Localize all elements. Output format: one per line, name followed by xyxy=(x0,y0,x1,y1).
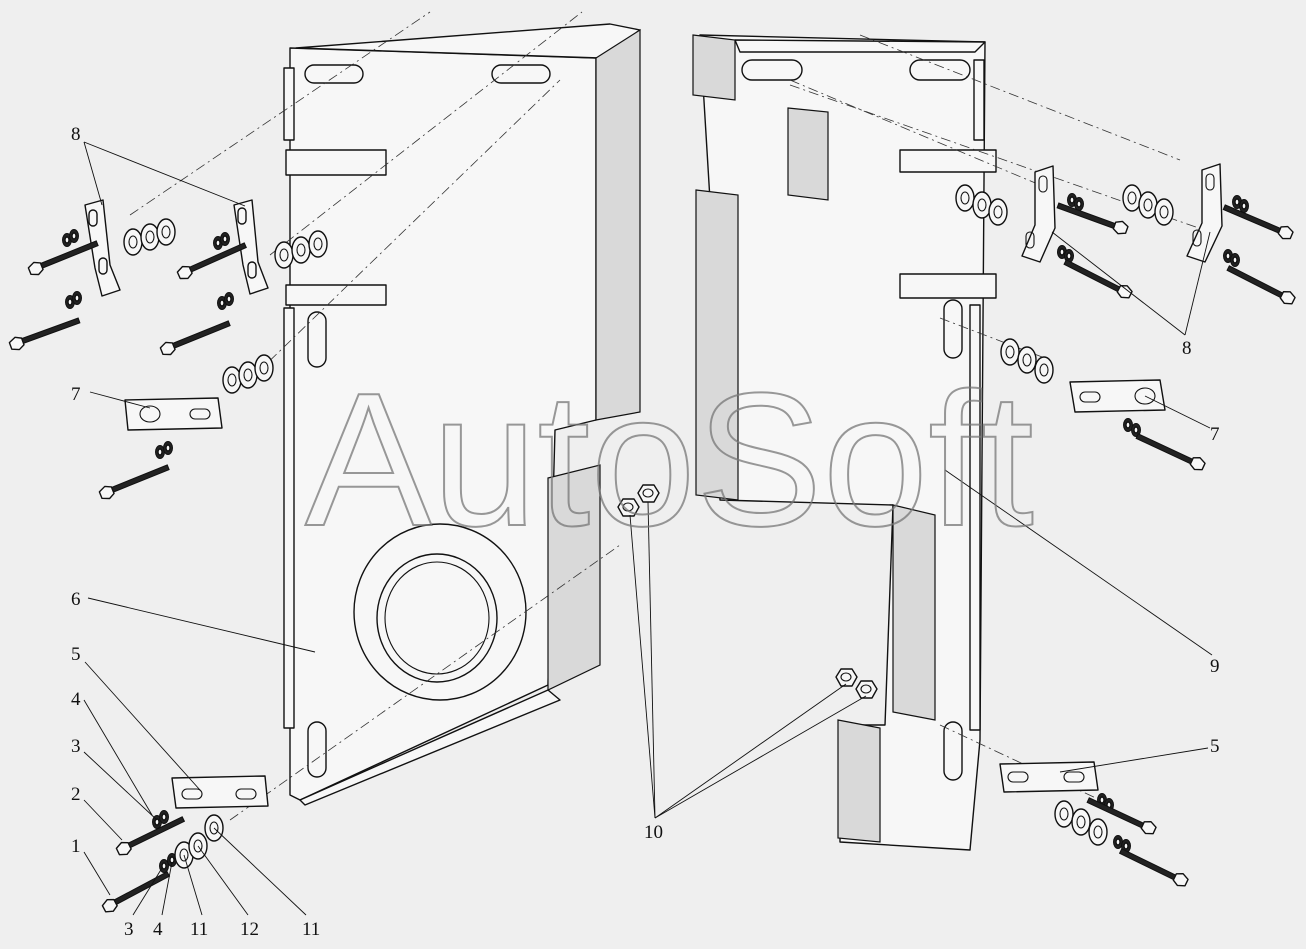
right-upper-bracket-b xyxy=(1186,163,1223,263)
right-panel xyxy=(692,34,997,851)
right-clamp-plate-7 xyxy=(1069,379,1166,413)
right-clamp-plate-5 xyxy=(999,761,1099,793)
leader-lines xyxy=(83,141,1213,916)
left-bolts xyxy=(7,237,249,916)
callout-7-right: 7 xyxy=(1210,424,1220,445)
callout-12: 12 xyxy=(240,919,259,940)
watermark-text: AutoSoft xyxy=(305,354,1034,566)
callout-1: 1 xyxy=(71,836,81,857)
right-upper-bracket-a xyxy=(1021,165,1056,263)
callout-5-left: 5 xyxy=(71,644,81,665)
callout-3-left: 3 xyxy=(71,736,81,757)
callout-3-bottom: 3 xyxy=(124,919,134,940)
callout-4-left: 4 xyxy=(71,689,81,710)
left-clamp-plate-7 xyxy=(124,397,223,431)
left-clamp-plate-5 xyxy=(171,775,269,809)
callout-labels: 8 7 6 5 4 3 2 1 3 4 11 12 11 10 8 7 9 5 xyxy=(71,124,1220,940)
callout-7-left: 7 xyxy=(71,384,81,405)
callout-6: 6 xyxy=(71,589,81,610)
callout-11-a: 11 xyxy=(190,919,208,940)
callout-11-b: 11 xyxy=(302,919,320,940)
callout-8-right: 8 xyxy=(1182,338,1192,359)
callout-10: 10 xyxy=(644,822,663,843)
callout-8-left: 8 xyxy=(71,124,81,145)
left-upper-bracket-a xyxy=(84,199,121,297)
callout-9: 9 xyxy=(1210,656,1220,677)
callout-4-bottom: 4 xyxy=(153,919,163,940)
callout-5-right: 5 xyxy=(1210,736,1220,757)
left-upper-bracket-b xyxy=(233,199,269,295)
left-panel xyxy=(283,23,641,806)
callout-2: 2 xyxy=(71,784,81,805)
